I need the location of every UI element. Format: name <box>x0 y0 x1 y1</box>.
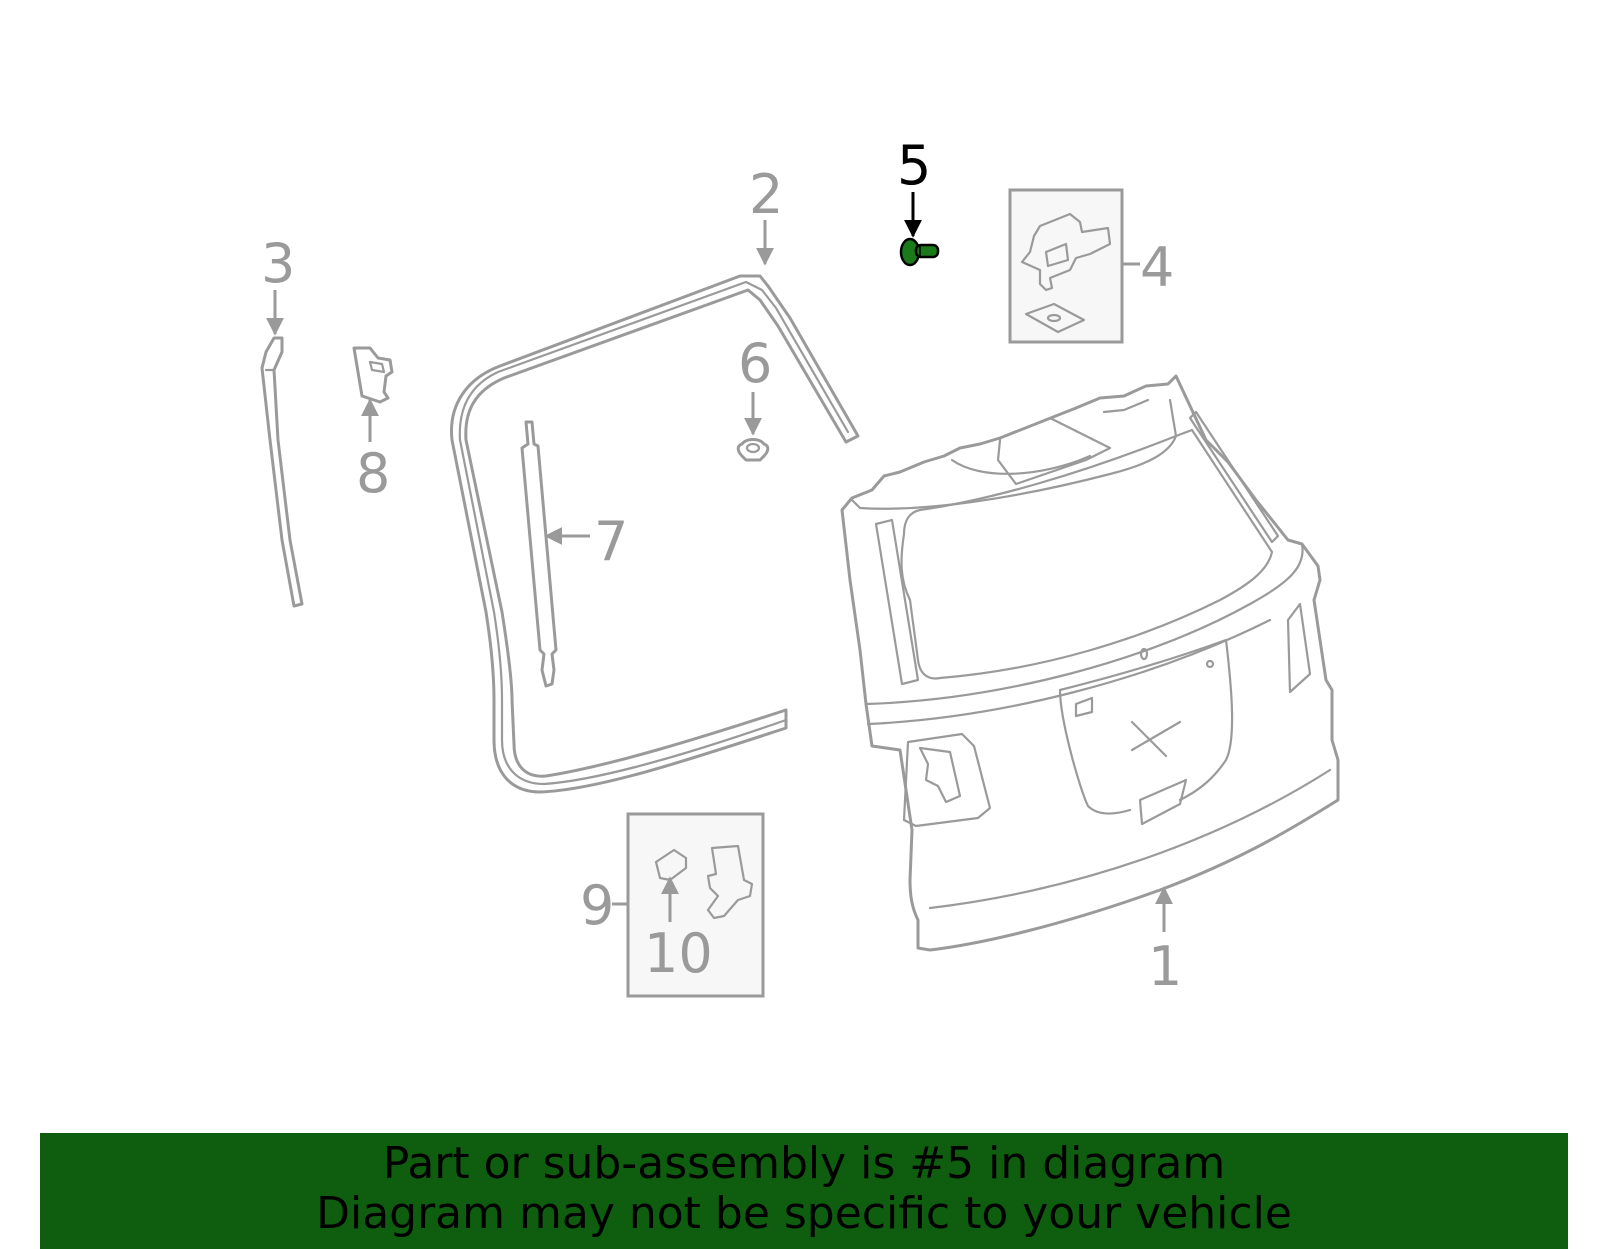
part-6-grommet[interactable] <box>736 438 770 462</box>
part-3-molding[interactable] <box>260 336 304 608</box>
callout-3: 3 <box>261 232 295 295</box>
part-2-weatherstrip[interactable] <box>449 274 860 794</box>
part-1-lift-gate[interactable] <box>840 374 1340 952</box>
callout-4: 4 <box>1140 236 1174 299</box>
banner-line-2: Diagram may not be specific to your vehi… <box>316 1188 1292 1239</box>
part-10-bumper[interactable] <box>654 844 754 920</box>
callout-5: 5 <box>897 134 931 197</box>
part-8-bracket[interactable] <box>352 346 394 404</box>
banner-line-1: Part or sub-assembly is #5 in diagram <box>382 1138 1226 1189</box>
info-banner: Part or sub-assembly is #5 in diagram Di… <box>40 1133 1568 1249</box>
part-4-latch-kit[interactable] <box>1008 188 1124 344</box>
callout-7: 7 <box>594 510 628 573</box>
part-5-bolt[interactable] <box>899 237 940 267</box>
callout-9: 9 <box>580 874 614 937</box>
callout-1: 1 <box>1148 935 1182 998</box>
callout-6: 6 <box>738 332 772 395</box>
callout-2: 2 <box>749 163 783 226</box>
callout-10: 10 <box>644 922 713 985</box>
part-7-lift-support[interactable] <box>520 420 558 688</box>
callout-8: 8 <box>356 442 390 505</box>
